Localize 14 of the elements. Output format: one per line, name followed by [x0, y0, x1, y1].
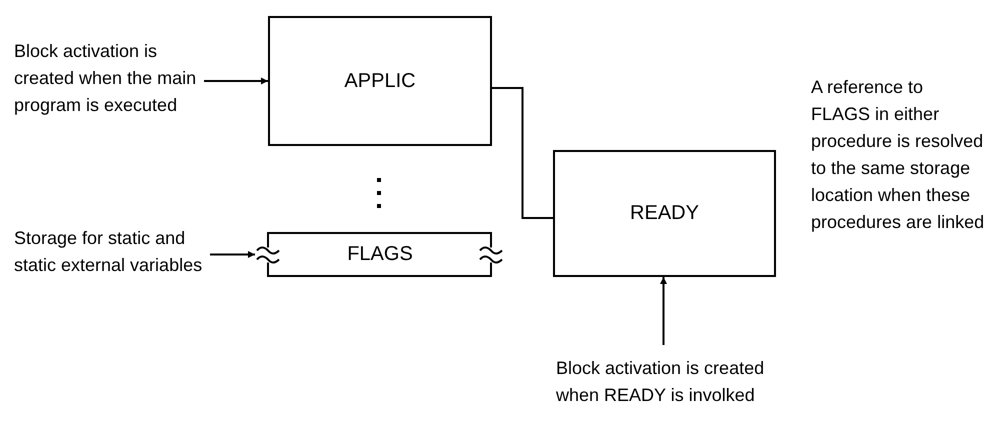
annotation-text: Block activation is created when READY is involked	[556, 355, 784, 409]
box-label: FLAGS	[347, 243, 413, 266]
connector-line	[492, 87, 553, 219]
process-box	[268, 16, 492, 146]
annotation-text: Storage for static and static external variables	[14, 225, 206, 279]
arrow	[210, 251, 255, 258]
box-label: READY	[630, 202, 699, 225]
process-box	[553, 150, 776, 277]
arrow	[204, 78, 268, 84]
storage-box	[255, 232, 505, 277]
arrow	[660, 277, 667, 345]
box-label: APPLIC	[344, 70, 416, 92]
note-text: A reference to FLAGS in either procedure is resolved to the same storage location when these procedures are linked	[811, 76, 986, 234]
annotation-text: Block activation is created when the main program is executed	[14, 38, 200, 119]
